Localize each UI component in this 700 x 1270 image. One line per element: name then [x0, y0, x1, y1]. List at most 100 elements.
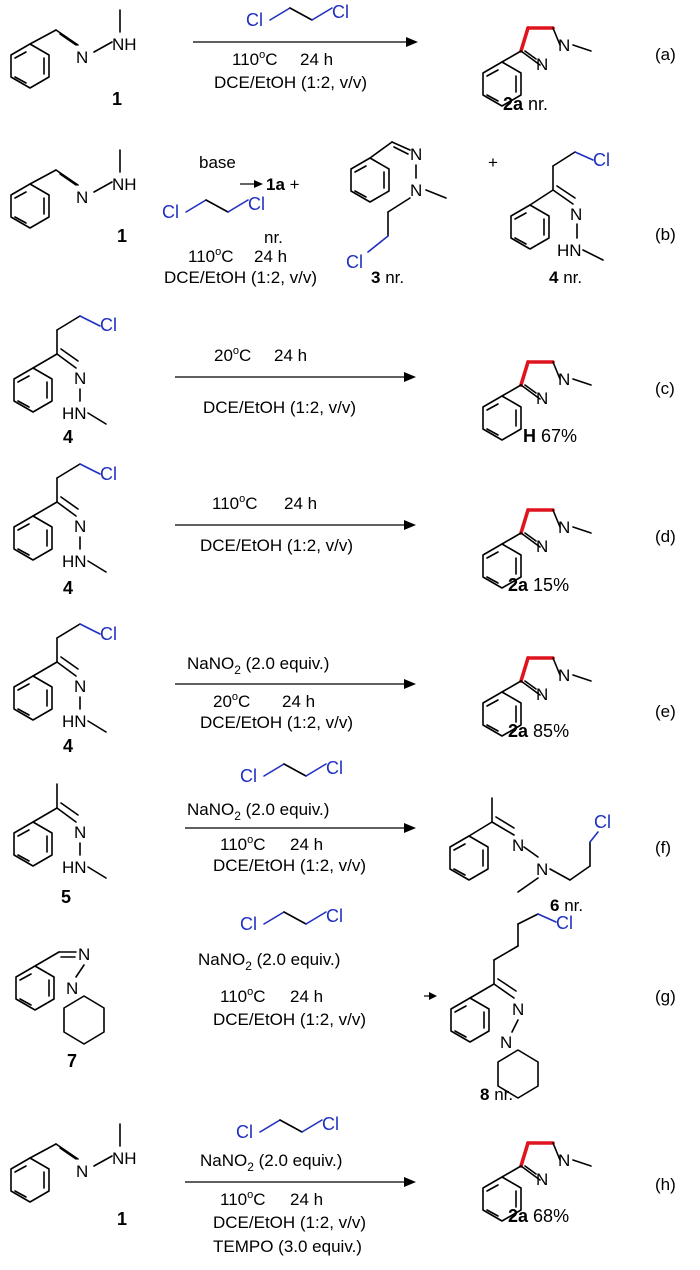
- temperature: 110oC: [232, 49, 278, 69]
- product-result: 1a +: [266, 175, 300, 194]
- atom-n: N: [66, 979, 78, 998]
- atom-hn: HN: [557, 241, 582, 260]
- compound-label: 4: [63, 578, 73, 598]
- panel-c: Cl N HN 4 20oC 24 h DCE/EtOH (1:2, v/v) …: [13, 315, 675, 447]
- compound-label: 4: [63, 736, 73, 756]
- atom-n: N: [410, 145, 422, 164]
- reaction-time: 24 h: [290, 835, 323, 854]
- compound-label: 5: [61, 887, 71, 907]
- atom-n: N: [410, 181, 422, 200]
- atom-cl: Cl: [556, 913, 573, 933]
- benzene-ring: [450, 997, 490, 1043]
- atom-cl: Cl: [326, 906, 343, 926]
- benzene-ring: [15, 965, 55, 1011]
- solvent: DCE/EtOH (1:2, v/v): [213, 856, 366, 875]
- atom-n: N: [78, 945, 90, 964]
- temperature: 110oC: [220, 1189, 266, 1209]
- product-result: 3 nr.: [371, 268, 404, 287]
- product-result: 4 nr.: [549, 268, 582, 287]
- atom-n: N: [536, 685, 548, 704]
- panel-label: (g): [655, 987, 676, 1006]
- atom-n: N: [76, 188, 88, 207]
- compound-label: 1: [117, 226, 127, 246]
- atom-n: N: [76, 1162, 88, 1181]
- atom-n: N: [74, 823, 86, 842]
- panel-label: (e): [655, 702, 676, 721]
- atom-nh: NH: [112, 35, 137, 54]
- panel-label: (c): [655, 379, 675, 398]
- reaction-time: 24 h: [290, 987, 323, 1006]
- panel-label: (b): [655, 225, 676, 244]
- atom-cl: Cl: [322, 1114, 339, 1134]
- benzene-ring: [10, 183, 50, 229]
- panel-a: N NH 1 Cl Cl 110oC 24 h DCE/EtOH (1:2, v…: [10, 2, 676, 114]
- panel-h: N NH 1 Cl Cl NaNO2 (2.0 equiv.) 110oC 24…: [10, 1114, 676, 1256]
- atom-n: N: [500, 1033, 512, 1052]
- product-result: 2a nr.: [503, 94, 548, 114]
- reagent-nano2: NaNO2 (2.0 equiv.): [198, 950, 340, 973]
- atom-nh: NH: [112, 1149, 137, 1168]
- temperature: 110oC: [220, 834, 266, 854]
- solvent: DCE/EtOH (1:2, v/v): [200, 536, 353, 555]
- product-result: 6 nr.: [550, 896, 583, 915]
- atom-n: N: [536, 860, 548, 879]
- benzene-ring: [13, 821, 53, 867]
- product-result: 2a 68%: [508, 1206, 569, 1226]
- atom-n: N: [558, 370, 570, 389]
- panel-d: Cl N HN 4 110oC 24 h DCE/EtOH (1:2, v/v)…: [13, 463, 676, 598]
- atom-cl: Cl: [246, 10, 263, 30]
- solvent: DCE/EtOH (1:2, v/v): [213, 1213, 366, 1232]
- compound-label: 1: [112, 89, 122, 109]
- benzene-ring: [350, 157, 390, 203]
- solvent: DCE/EtOH (1:2, v/v): [213, 1010, 366, 1029]
- temperature: 110oC: [212, 493, 258, 513]
- benzene-ring: [13, 515, 53, 561]
- plus-sign: +: [488, 153, 498, 172]
- reaction-time: 24 h: [274, 346, 307, 365]
- solvent: DCE/EtOH (1:2, v/v): [164, 268, 317, 287]
- temperature: 20oC: [213, 691, 250, 711]
- reagent-nano2: NaNO2 (2.0 equiv.): [200, 1151, 342, 1174]
- atom-n: N: [74, 369, 86, 388]
- atom-cl: Cl: [326, 758, 343, 778]
- compound-label: 7: [67, 1051, 77, 1071]
- benzene-ring: [449, 835, 489, 881]
- atom-hn: HN: [62, 552, 87, 571]
- atom-nh: NH: [112, 175, 137, 194]
- panel-label: (h): [655, 1175, 676, 1194]
- atom-n: N: [558, 1151, 570, 1170]
- atom-n: N: [536, 537, 548, 556]
- atom-cl: Cl: [248, 194, 265, 214]
- atom-n: N: [76, 48, 88, 67]
- reaction-time: 24 h: [290, 1190, 323, 1209]
- atom-n: N: [558, 518, 570, 537]
- atom-n: N: [536, 55, 548, 74]
- reagent-base: base: [199, 153, 236, 172]
- atom-n: N: [512, 836, 524, 855]
- product-result: 2a 85%: [508, 721, 569, 741]
- atom-hn: HN: [62, 404, 87, 423]
- temperature: 110oC: [220, 986, 266, 1006]
- atom-cl: Cl: [240, 914, 257, 934]
- reagent-nano2: NaNO2 (2.0 equiv.): [187, 800, 329, 823]
- atom-cl: Cl: [594, 812, 611, 832]
- compound-label: 1: [117, 1209, 127, 1229]
- atom-cl: Cl: [100, 464, 117, 484]
- benzene-ring: [10, 43, 50, 89]
- reaction-time: 24 h: [282, 692, 315, 711]
- solvent: DCE/EtOH (1:2, v/v): [214, 73, 367, 92]
- atom-cl: Cl: [332, 2, 349, 22]
- atom-cl: Cl: [100, 315, 117, 335]
- benzene-ring: [510, 204, 550, 250]
- temperature: 20oC: [214, 345, 251, 365]
- reaction-time: 24 h: [300, 50, 333, 69]
- atom-n: N: [74, 677, 86, 696]
- product-result: H 67%: [523, 426, 577, 446]
- panel-g: N N 7 Cl Cl NaNO2 (2.0 equiv.) 110oC 24 …: [15, 906, 676, 1104]
- product-result: 2a 15%: [508, 575, 569, 595]
- atom-n: N: [74, 517, 86, 536]
- panel-label: (f): [655, 838, 671, 857]
- reaction-time: 24 h: [254, 247, 287, 266]
- piperidine-ring: [497, 1049, 539, 1099]
